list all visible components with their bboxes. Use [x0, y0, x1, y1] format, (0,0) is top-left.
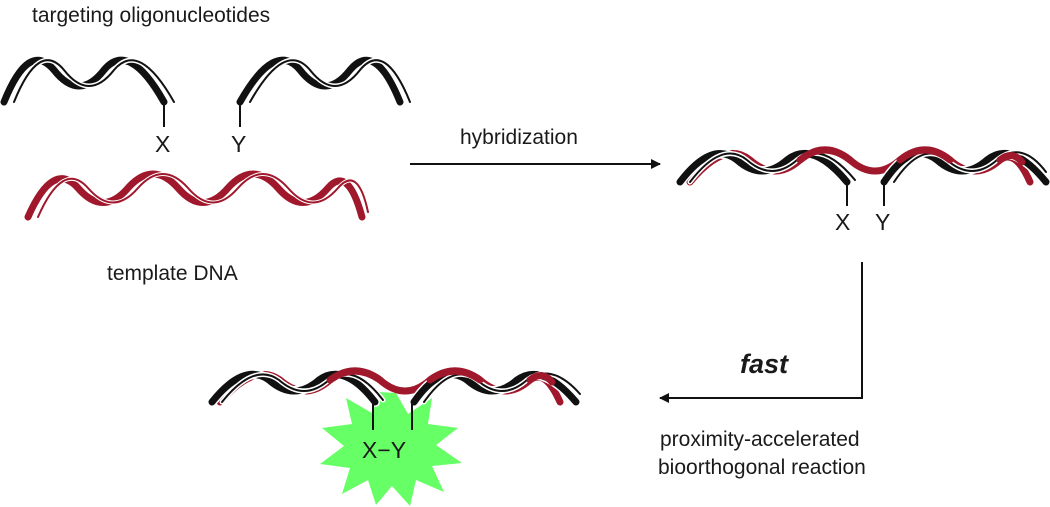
template-dna-strand	[23, 169, 370, 222]
hybridization-label: hybridization	[460, 126, 578, 149]
hybridized-duplex	[675, 146, 1050, 187]
targeting-oligonucleotides-label: targeting oligonucleotides	[32, 4, 270, 27]
product-substituents: X−Y	[362, 437, 406, 463]
reaction-label-line2: bioorthogonal reaction	[658, 456, 866, 479]
oligonucleotide-left	[0, 55, 177, 107]
product-linkers	[372, 404, 413, 430]
fast-label: fast	[740, 349, 789, 379]
substituent-x: X	[155, 131, 170, 157]
oligonucleotide-right	[235, 55, 413, 107]
substituent-y: Y	[231, 131, 246, 157]
reaction-label-line1: proximity-accelerated	[660, 428, 860, 451]
reaction-arrow	[659, 262, 863, 403]
hybridized-substituent-x: X	[835, 209, 850, 235]
template-dna-label: template DNA	[107, 262, 238, 285]
product-duplex	[207, 367, 583, 407]
green-burst	[320, 392, 462, 506]
hybridized-linkers	[846, 182, 885, 206]
hybridized-substituent-y: Y	[875, 209, 890, 235]
